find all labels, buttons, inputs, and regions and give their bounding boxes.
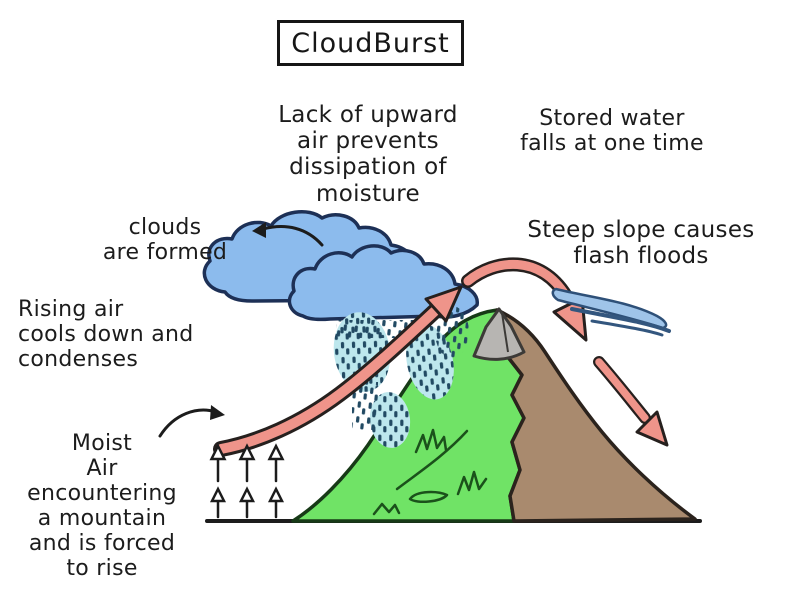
label-lack-of-upward-air: Lack of upward air prevents dissipation … (278, 102, 458, 207)
rain-drops (369, 392, 411, 448)
updraft-arrows (209, 443, 285, 519)
updraft-arrow-head (267, 443, 285, 461)
updraft-arrow-head (209, 443, 227, 461)
mountain-brown-face (495, 308, 697, 523)
grass-blob (408, 490, 449, 504)
label-moist-air: Moist Air encountering a mountain and is… (27, 431, 177, 582)
flash-flood-water (551, 287, 671, 337)
rising-air-arrow (213, 285, 463, 457)
stored-water-arrow-body (463, 260, 571, 301)
moist-air-arrow (158, 408, 218, 438)
grass-tuft (456, 470, 488, 496)
label-stored-water: Stored water falls at one time (520, 106, 704, 157)
updraft-arrow-head (209, 486, 227, 503)
grass-tufts (372, 428, 488, 516)
title-box: CloudBurst (277, 20, 464, 66)
grass-squiggle (395, 429, 469, 491)
rising-air-arrow-head (424, 285, 463, 323)
clouds-formed-arrow (261, 225, 324, 247)
moist-air-arrow-head (210, 405, 225, 420)
label-steep-slope: Steep slope causes flash floods (527, 217, 755, 270)
peak-facet-line (501, 312, 509, 353)
label-rising-air: Rising air cools down and condenses (18, 297, 194, 373)
diagram-title: CloudBurst (291, 27, 450, 59)
downslope-arrow-body (595, 358, 649, 422)
updraft-arrow-head (267, 486, 285, 503)
grass-tuft (372, 502, 401, 516)
downslope-flood-arrow (593, 356, 669, 447)
grass-tuft (414, 428, 448, 454)
clouds-formed-arrow-head (252, 222, 266, 238)
label-clouds-are-formed: clouds are formed (102, 215, 228, 266)
flood-water-streak (570, 307, 671, 333)
flood-water-streak (590, 319, 664, 337)
downslope-arrow-head (635, 410, 669, 447)
updraft-arrow-head (238, 443, 256, 461)
updraft-arrow-head (238, 486, 256, 503)
rising-air-arrow-body (216, 305, 441, 454)
annotation-arrows (158, 222, 324, 438)
